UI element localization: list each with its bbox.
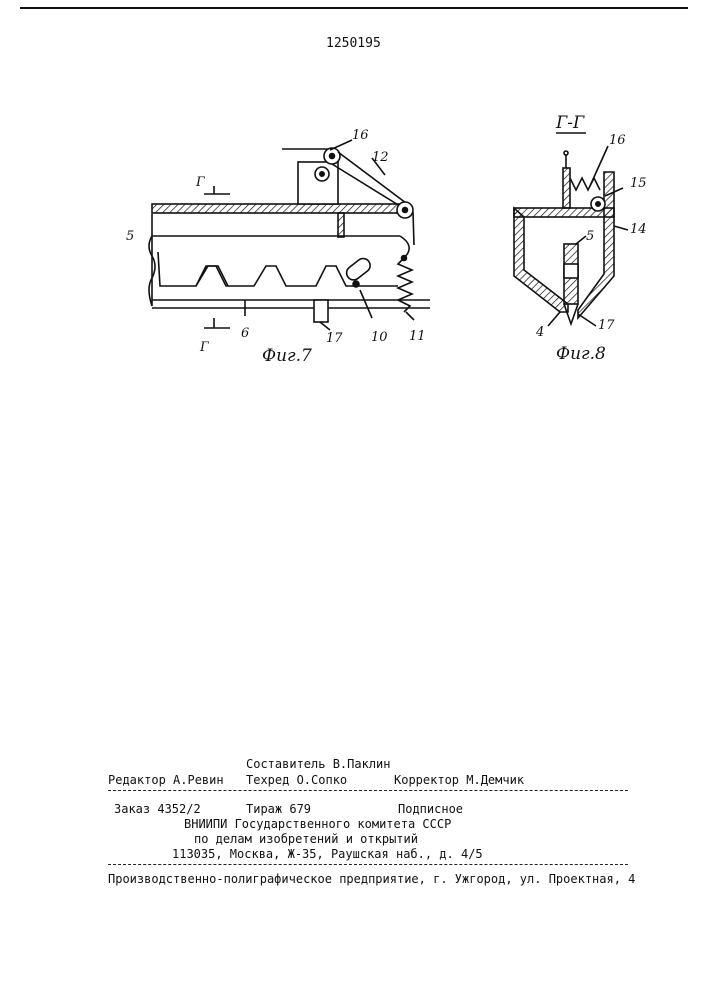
- fig8-label-4: 4: [536, 325, 544, 340]
- fig8-label-17: 17: [598, 318, 615, 333]
- upper-plate: [152, 204, 402, 213]
- divider-1: [108, 790, 628, 791]
- divider-2: [108, 864, 628, 865]
- fig8-caption: Фиг.8: [556, 344, 606, 364]
- fig7-label-16: 16: [352, 128, 369, 143]
- figure-8-drawing: [514, 133, 628, 326]
- fig7-label-10: 10: [371, 330, 388, 345]
- fig7-label-17: 17: [326, 331, 343, 346]
- fig7-caption: Фиг.7: [262, 346, 312, 366]
- subscription-line: Подписное: [398, 802, 463, 816]
- corrector-line: Корректор М.Демчик: [394, 773, 524, 787]
- shaft: [314, 300, 328, 322]
- fig7-label-5: 5: [126, 229, 134, 244]
- fig7-label-11: 11: [409, 329, 426, 344]
- fig7-section-mark-top: Г: [196, 175, 205, 190]
- address-line: 113035, Москва, Ж-35, Раушская наб., д. …: [172, 847, 483, 861]
- printer-line: Производственно-полиграфическое предприя…: [108, 872, 635, 886]
- compiler-line: Составитель В.Паклин: [246, 757, 391, 771]
- order-line: Заказ 4352/2: [114, 802, 201, 816]
- editor-line: Редактор А.Ревин: [108, 773, 224, 787]
- fig8-label-5: 5: [586, 229, 594, 244]
- org-line-1: ВНИИПИ Государственного комитета СССР: [184, 817, 451, 831]
- fig7-label-12: 12: [372, 150, 389, 165]
- slot: [344, 256, 373, 283]
- spring: [398, 258, 412, 312]
- figure-7-drawing: [149, 140, 430, 330]
- fig7-label-6: 6: [241, 326, 249, 341]
- fig8-label-16: 16: [609, 133, 626, 148]
- circulation-line: Тираж 679: [246, 802, 311, 816]
- fig8-section-title: Г-Г: [556, 113, 584, 133]
- fig8-label-14: 14: [630, 222, 647, 237]
- org-line-2: по делам изобретений и открытий: [194, 832, 418, 846]
- techred-line: Техред О.Сопко: [246, 773, 347, 787]
- rod: [563, 168, 570, 208]
- fig7-section-mark-bottom: Г: [200, 340, 209, 355]
- fig8-label-15: 15: [630, 176, 647, 191]
- body-left-wall: [514, 208, 568, 312]
